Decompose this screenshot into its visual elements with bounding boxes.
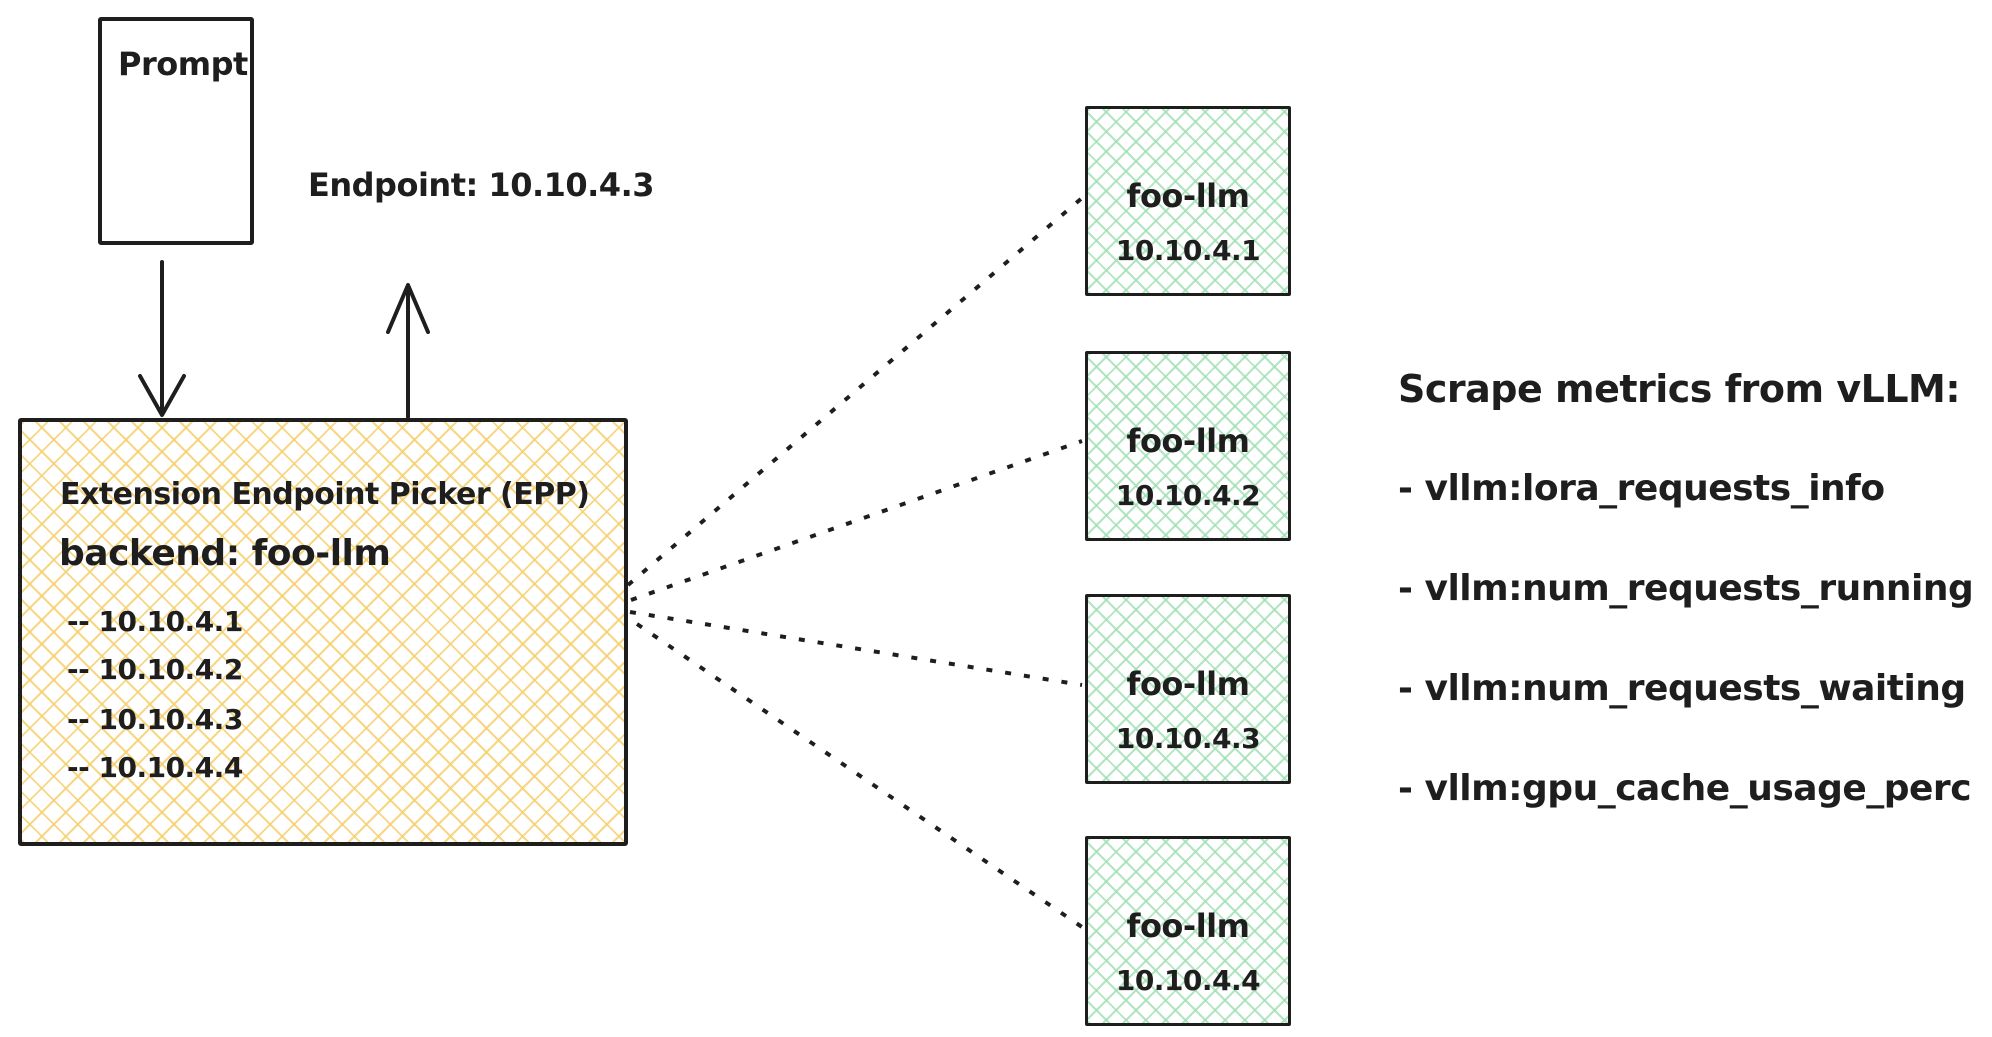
epp-backend-line: backend: foo-llm xyxy=(59,533,391,574)
pod-ip: 10.10.4.2 xyxy=(1115,479,1261,512)
epp-endpoint-item: -- 10.10.4.2 xyxy=(67,653,243,686)
backend-pod-1: foo-llm 10.10.4.1 xyxy=(1085,106,1291,296)
metric-item: - vllm:num_requests_running xyxy=(1398,568,1974,609)
backend-pod-4: foo-llm 10.10.4.4 xyxy=(1085,836,1291,1026)
epp-endpoint-item: -- 10.10.4.1 xyxy=(67,605,243,638)
pod-name: foo-llm xyxy=(1126,422,1250,460)
pod-ip: 10.10.4.4 xyxy=(1115,964,1261,997)
arrow-prompt-to-epp xyxy=(138,260,186,417)
pod-ip: 10.10.4.1 xyxy=(1115,234,1261,267)
pod-name: foo-llm xyxy=(1126,907,1250,945)
prompt-box: Prompt xyxy=(98,17,254,245)
connector-pod-2 xyxy=(630,439,1083,602)
endpoint-response-label: Endpoint: 10.10.4.3 xyxy=(308,166,654,204)
pod-ip: 10.10.4.3 xyxy=(1115,722,1261,755)
epp-box: Extension Endpoint Picker (EPP) backend:… xyxy=(18,418,628,846)
backend-pod-2: foo-llm 10.10.4.2 xyxy=(1085,351,1291,541)
prompt-label: Prompt xyxy=(118,45,248,83)
arrow-epp-to-endpoint xyxy=(386,283,430,419)
pod-name: foo-llm xyxy=(1126,177,1250,215)
epp-title: Extension Endpoint Picker (EPP) xyxy=(60,477,590,512)
pod-name: foo-llm xyxy=(1126,665,1250,703)
metrics-title: Scrape metrics from vLLM: xyxy=(1398,367,1961,411)
epp-endpoint-item: -- 10.10.4.3 xyxy=(67,703,243,736)
epp-endpoint-item: -- 10.10.4.4 xyxy=(67,751,243,784)
metric-item: - vllm:lora_requests_info xyxy=(1398,468,1885,509)
metric-item: - vllm:gpu_cache_usage_perc xyxy=(1398,768,1972,809)
dotted-connectors xyxy=(626,196,1084,929)
connector-pod-3 xyxy=(629,610,1083,687)
metric-item: - vllm:num_requests_waiting xyxy=(1398,668,1966,709)
connector-pod-4 xyxy=(635,622,1084,929)
connector-pod-1 xyxy=(626,196,1084,587)
backend-pod-3: foo-llm 10.10.4.3 xyxy=(1085,594,1291,784)
